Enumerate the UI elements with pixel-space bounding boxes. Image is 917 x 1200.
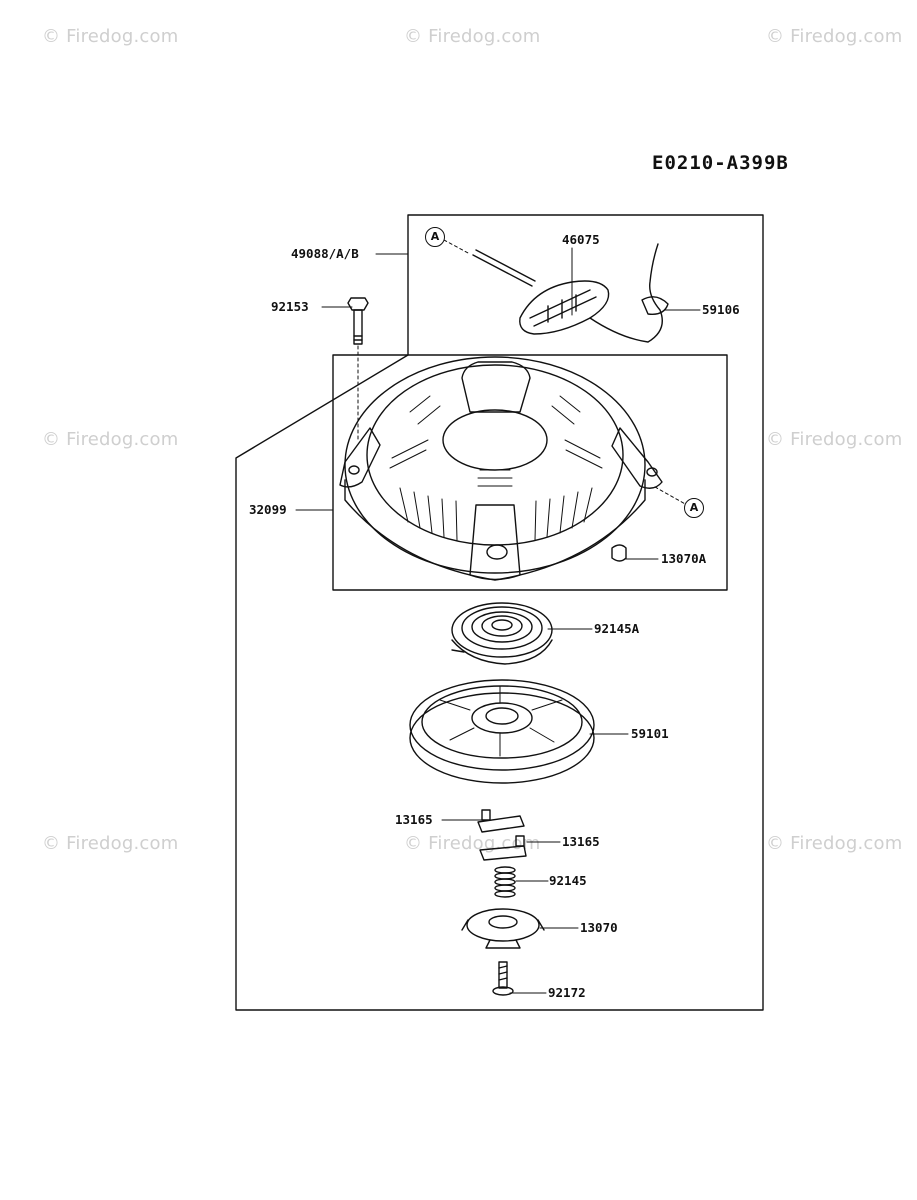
part-label-13070[interactable]: 13070: [580, 920, 618, 935]
watermark: © Firedog.com: [42, 26, 179, 47]
leader-lines: [295, 239, 701, 994]
watermark: © Firedog.com: [42, 429, 179, 450]
part-label-92145a[interactable]: 92145A: [594, 621, 640, 636]
bolt-drawing: [347, 297, 369, 441]
part-label-46075[interactable]: 46075: [562, 232, 600, 247]
part-label-92172[interactable]: 92172: [548, 985, 586, 1000]
watermark: © Firedog.com: [766, 833, 903, 854]
assembly-frame: [235, 214, 764, 1011]
part-label-92153[interactable]: 92153: [271, 299, 309, 314]
part-label-13165[interactable]: 13165: [395, 812, 433, 827]
part-label-49088[interactable]: 49088/A/B: [291, 246, 359, 261]
part-label-92145[interactable]: 92145: [549, 873, 587, 888]
part-label-32099[interactable]: 32099: [249, 502, 287, 517]
ratchet-spring-drawing: [494, 866, 516, 898]
starter-rope-drawing: [589, 243, 669, 343]
cam-drawing: [461, 908, 545, 949]
diagram-code: E0210-A399B: [652, 152, 789, 174]
part-label-59106[interactable]: 59106: [702, 302, 740, 317]
watermark: © Firedog.com: [766, 26, 903, 47]
recoil-housing-drawing: [339, 356, 663, 581]
part-label-13165[interactable]: 13165: [562, 834, 600, 849]
starter-handle-drawing: [472, 249, 610, 335]
screw-drawing: [492, 961, 514, 996]
watermark: © Firedog.com: [404, 26, 541, 47]
ratchet-drawing: [477, 809, 527, 861]
part-label-59101[interactable]: 59101: [631, 726, 669, 741]
watermark: © Firedog.com: [766, 429, 903, 450]
recoil-spring-drawing: [451, 602, 553, 665]
part-label-13070a[interactable]: 13070A: [661, 551, 707, 566]
watermark: © Firedog.com: [404, 833, 541, 854]
starter-reel-drawing: [409, 679, 595, 784]
watermark: © Firedog.com: [42, 833, 179, 854]
reference-marker-a: A: [684, 498, 704, 518]
reference-marker-a: A: [425, 227, 445, 247]
